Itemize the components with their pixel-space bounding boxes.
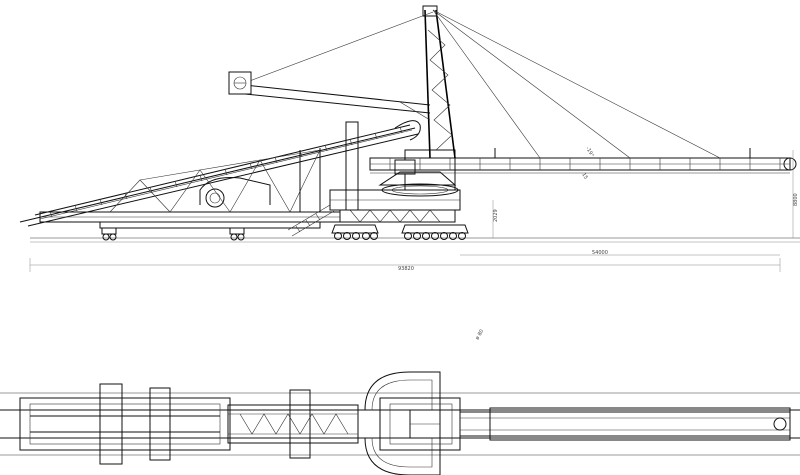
plan-note: ø 80 [475, 328, 486, 341]
boom-conveyor [369, 148, 797, 174]
dimensions: 93820 54000 2029 8800 -19° 15 [29, 146, 799, 272]
tripper-frame [39, 148, 341, 237]
dim-note-right: 15 [580, 172, 588, 181]
dim-total-length: 93820 [398, 266, 414, 272]
plan-view: ø 80 [0, 328, 800, 475]
truss-plan [227, 404, 359, 444]
dim-rail-height: 2029 [493, 209, 499, 222]
dim-overall-height: 8800 [793, 193, 799, 206]
side-view: 93820 54000 2029 8800 -19° 15 [19, 5, 800, 272]
mast [422, 5, 456, 159]
tripper-plan [19, 383, 311, 465]
dim-note-left: -19° [584, 146, 595, 159]
slewing-platform [364, 371, 461, 475]
tripper-bogie [101, 227, 245, 241]
machine-portal [329, 121, 461, 223]
upper-arm [228, 71, 431, 121]
stay-cables [246, 9, 721, 159]
inclined-conveyor [19, 120, 421, 227]
boom-plan [459, 407, 791, 441]
dim-boom-length: 54000 [592, 250, 608, 256]
travel-bogies [331, 224, 469, 240]
